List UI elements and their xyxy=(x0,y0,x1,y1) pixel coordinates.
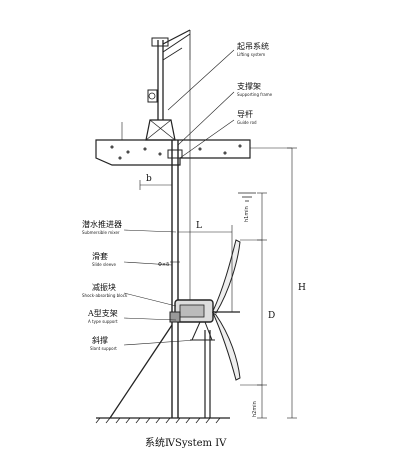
label-slide-cn: 滑套 xyxy=(92,251,108,261)
label-mixer-cn: 潜水推进器 xyxy=(82,219,122,229)
dim-D: D xyxy=(268,311,275,321)
label-support-frame-en: Supporting frame xyxy=(237,92,273,97)
label-guide-rod-en: Guide rod xyxy=(237,120,257,125)
dim-H: H xyxy=(298,283,306,293)
dim-b: b xyxy=(146,174,152,184)
dim-h1: h1min xyxy=(244,206,250,222)
slant-support xyxy=(109,324,173,419)
dim-h2: h2min xyxy=(252,401,258,417)
leader-lines xyxy=(123,49,235,346)
label-a-support-en: A type support xyxy=(88,319,118,324)
dim-phi: Φ×δ xyxy=(158,262,169,268)
label-shock-cn: 减振块 xyxy=(92,282,116,292)
label-lifting-en: Lifting system xyxy=(237,52,265,57)
guide-rod xyxy=(167,140,211,418)
dimension-lines xyxy=(139,147,297,419)
label-mixer-en: Submersible mixer xyxy=(82,230,120,235)
submersible-mixer xyxy=(169,239,241,381)
dim-L: L xyxy=(196,221,202,231)
label-shock-en: Shock-absorbing block xyxy=(82,293,128,298)
ground xyxy=(95,417,230,424)
label-slide-en: Slide sleeve xyxy=(92,262,117,267)
label-guide-rod-cn: 导杆 xyxy=(237,109,253,119)
label-slant-cn: 斜撑 xyxy=(92,335,108,345)
label-lifting-cn: 起吊系统 xyxy=(237,41,269,51)
diagram-caption: 系统ⅣSystem IV xyxy=(145,436,227,449)
lifting-crane xyxy=(145,29,191,300)
platform xyxy=(95,122,251,166)
label-slant-en: Slant support xyxy=(90,346,117,351)
water-level-mark xyxy=(238,192,256,202)
label-a-support-cn: A型支架 xyxy=(87,308,118,318)
label-support-frame-cn: 支撑架 xyxy=(237,81,261,91)
